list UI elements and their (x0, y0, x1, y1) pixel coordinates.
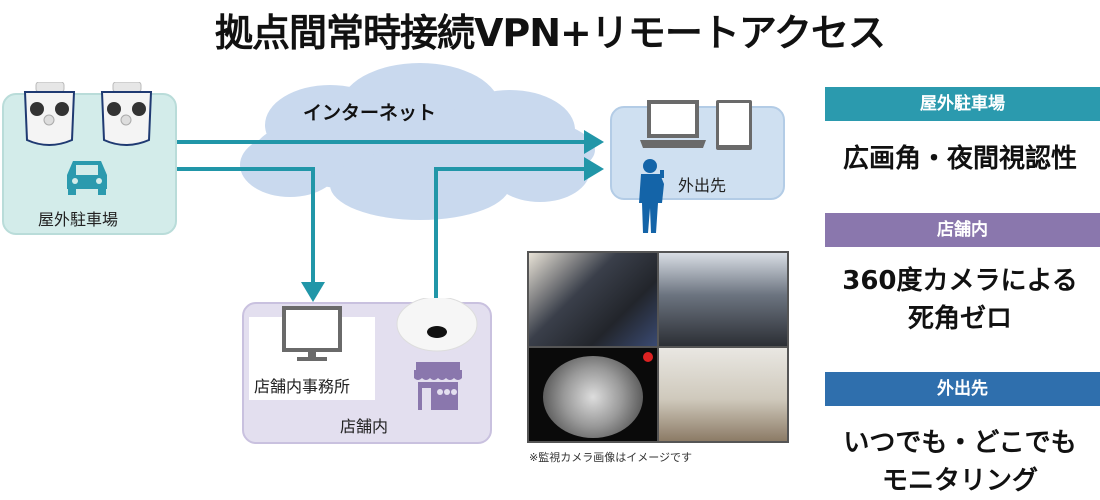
feature-text-store: 360度カメラによる 死角ゼロ (842, 266, 1078, 334)
feature-text-parking: 広画角・夜間視認性 (842, 144, 1077, 174)
360-dome-camera-icon (396, 298, 478, 354)
storefront-icon (414, 362, 462, 410)
feature-text-remote: いつでも・どこでも モニタリング (843, 428, 1077, 496)
parking-label: 屋外駐車場 (38, 210, 119, 229)
remote-label: 外出先 (678, 176, 727, 195)
arrow-parking-to-office (177, 167, 325, 302)
store-label: 店舗内 (340, 417, 389, 436)
camera-panel-entrance (529, 253, 657, 346)
diagram-title: 拠点間常時接続VPN+リモートアクセス (214, 11, 886, 55)
monitor-icon (282, 306, 344, 362)
store-office-label: 店舗内事務所 (254, 377, 351, 396)
feature-header-remote: 外出先 (825, 372, 1100, 406)
camera-panel-fisheye-360 (529, 348, 657, 441)
car-icon (63, 157, 111, 197)
internet-label: インターネット (303, 102, 437, 124)
camera-panel-office-wide (659, 253, 787, 346)
tablet-icon (716, 100, 754, 152)
monitor-image (527, 251, 789, 443)
dual-lens-camera-icon (22, 82, 77, 150)
arrow-storecam-to-remote (434, 157, 604, 300)
image-caption: ※監視カメラ画像はイメージです (529, 451, 692, 464)
dual-lens-camera-icon (99, 82, 154, 150)
person-with-phone-icon (638, 158, 668, 233)
feature-header-parking: 屋外駐車場 (825, 87, 1100, 121)
feature-header-store: 店舗内 (825, 213, 1100, 247)
laptop-icon (640, 100, 710, 150)
camera-panel-meeting-room (659, 348, 787, 441)
